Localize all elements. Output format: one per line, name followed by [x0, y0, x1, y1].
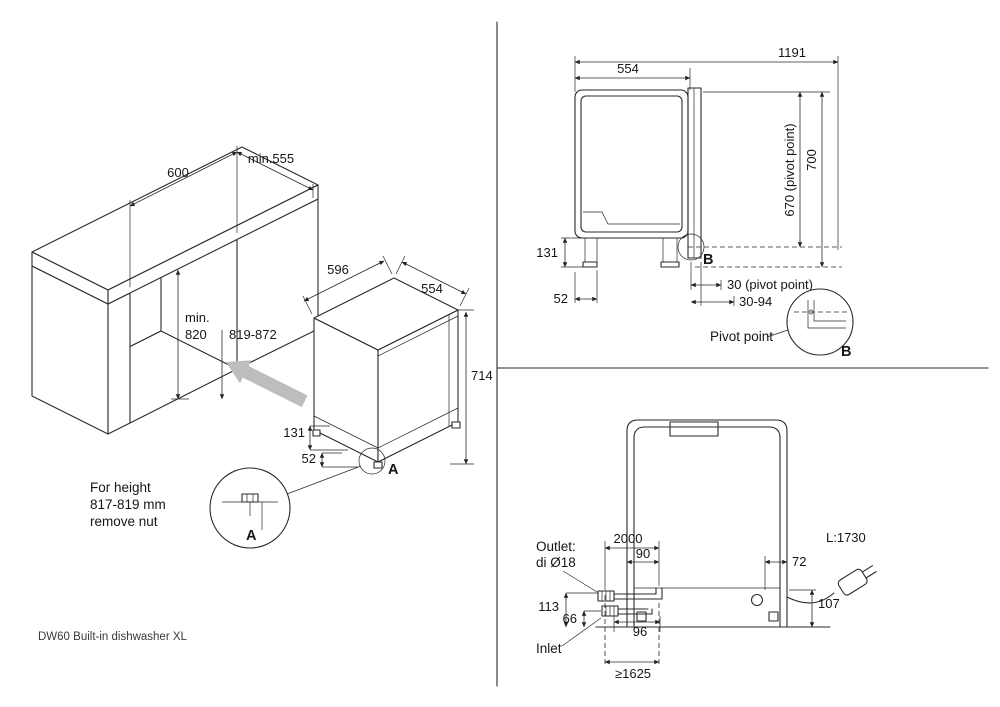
niche-height-range-label: 819-872: [229, 327, 277, 342]
callout-a-label: A: [388, 462, 399, 478]
plug-icon: [837, 565, 877, 596]
niche-depth-dim-line: [236, 151, 314, 191]
dishwasher-feet: [312, 421, 461, 469]
outlet-label-line2: di Ø18: [536, 555, 576, 570]
min-hose-run-label: ≥1625: [615, 666, 651, 681]
plug-body: [837, 568, 868, 596]
dishwasher-foot-label: 52: [302, 451, 316, 466]
detail-a-nut: [241, 493, 259, 503]
callout-a-circle: [358, 447, 386, 475]
side-view: 1191 554 B 670 (pivot point) 700 131 52 …: [536, 45, 842, 309]
niche-isometric-view: 600 min.555 min. 820 819-872: [31, 146, 319, 435]
front-view-inner-panel: [633, 426, 781, 628]
outlet-inlet-leaders: [561, 570, 602, 647]
drain-access-circle: [750, 593, 764, 607]
dishwasher-isometric-view: 596 554 714 131 52 A: [283, 255, 493, 495]
side-depth-label: 554: [617, 61, 639, 76]
dishwasher-depth-label: 554: [421, 281, 443, 296]
detail-a-label: A: [246, 528, 257, 544]
niche-width-label: 600: [167, 165, 189, 180]
pivot-height-label: 670 (pivot point): [782, 123, 797, 216]
door-open-depth-label: 1191: [778, 45, 806, 60]
dishwasher-depth-dim-line: [401, 261, 467, 295]
dishwasher-width-dim-line: [303, 260, 385, 302]
pivot-detail-point: [808, 309, 814, 315]
outlet-connector-ribs: [601, 591, 611, 601]
front-view-outline: [626, 419, 788, 628]
pivot-detail-callout: Pivot point B: [710, 288, 854, 360]
pivot-offset-label: 30 (pivot point): [727, 277, 813, 292]
cord-length-label: L:1730: [826, 530, 866, 545]
side-foot-pads: [582, 261, 680, 268]
inlet-label: Inlet: [536, 641, 562, 656]
side-foot-label: 52: [554, 291, 568, 306]
outlet-label-line1: Outlet:: [536, 539, 576, 554]
dishwasher-width-label: 596: [327, 262, 349, 277]
pivot-point-label: Pivot point: [710, 329, 773, 344]
side-tub-outline: [580, 95, 683, 233]
inlet-connector-ribs: [605, 606, 615, 616]
panel-range-label: 30-94: [739, 294, 772, 309]
inlet-height-label: 66: [563, 611, 577, 626]
connections-dashed-lines: [604, 595, 660, 666]
callout-a-leader: [286, 465, 362, 495]
niche-height-min-value: 820: [185, 327, 207, 342]
niche-depth-label: min.555: [248, 151, 294, 166]
diagram-caption: DW60 Built-in dishwasher XL: [38, 631, 188, 643]
pivot-detail-letter: B: [841, 344, 851, 360]
cord-height-label: 107: [818, 596, 840, 611]
detail-a-note-line3: remove nut: [90, 514, 158, 529]
side-body-outline: [574, 89, 689, 239]
detail-a-note-line2: 817-819 mm: [90, 497, 166, 512]
outlet-height-label: 113: [538, 599, 559, 614]
pivot-detail-circle: [786, 288, 854, 356]
side-base-legs: [584, 238, 678, 262]
hose-spacing-label: 96: [633, 624, 647, 639]
niche-width-dim-line: [129, 151, 238, 207]
cord-offset-label: 72: [792, 554, 806, 569]
cabinet-left-front: [107, 292, 131, 435]
detail-a-callout: A For height 817-819 mm remove nut: [90, 467, 291, 549]
drain-hose-label: 2000: [614, 531, 643, 546]
pivot-point-leader: [766, 329, 789, 338]
dishwasher-panel-lines: [313, 314, 459, 449]
plug-prongs: [861, 565, 877, 579]
connections-view: 2000 90 72 L:1730 107 113 66 96 ≥1625 Ou…: [536, 419, 877, 681]
front-view-top-vent: [669, 421, 719, 437]
dishwasher-height-label: 714: [471, 368, 493, 383]
front-view-feet: [636, 611, 779, 622]
detail-a-note-line1: For height: [90, 480, 151, 495]
drain-offset-label: 90: [636, 546, 650, 561]
niche-height-min-label: min.: [185, 310, 210, 325]
side-base-label: 131: [536, 245, 558, 260]
side-door-panel: [687, 87, 702, 259]
total-height-label: 700: [804, 149, 819, 171]
side-reference-dashed-lines: [688, 246, 842, 268]
insertion-direction-arrow: [226, 360, 308, 408]
hose-lines: [613, 587, 663, 615]
callout-b-label: B: [703, 252, 713, 268]
side-sump-line: [583, 211, 680, 225]
countertop-front-edge: [107, 184, 319, 305]
dishwasher-extension-lines: [302, 255, 474, 468]
dishwasher-base-label: 131: [283, 425, 305, 440]
detail-a-nut-lines: [246, 494, 254, 502]
pivot-detail-corner-lines: [807, 300, 846, 329]
